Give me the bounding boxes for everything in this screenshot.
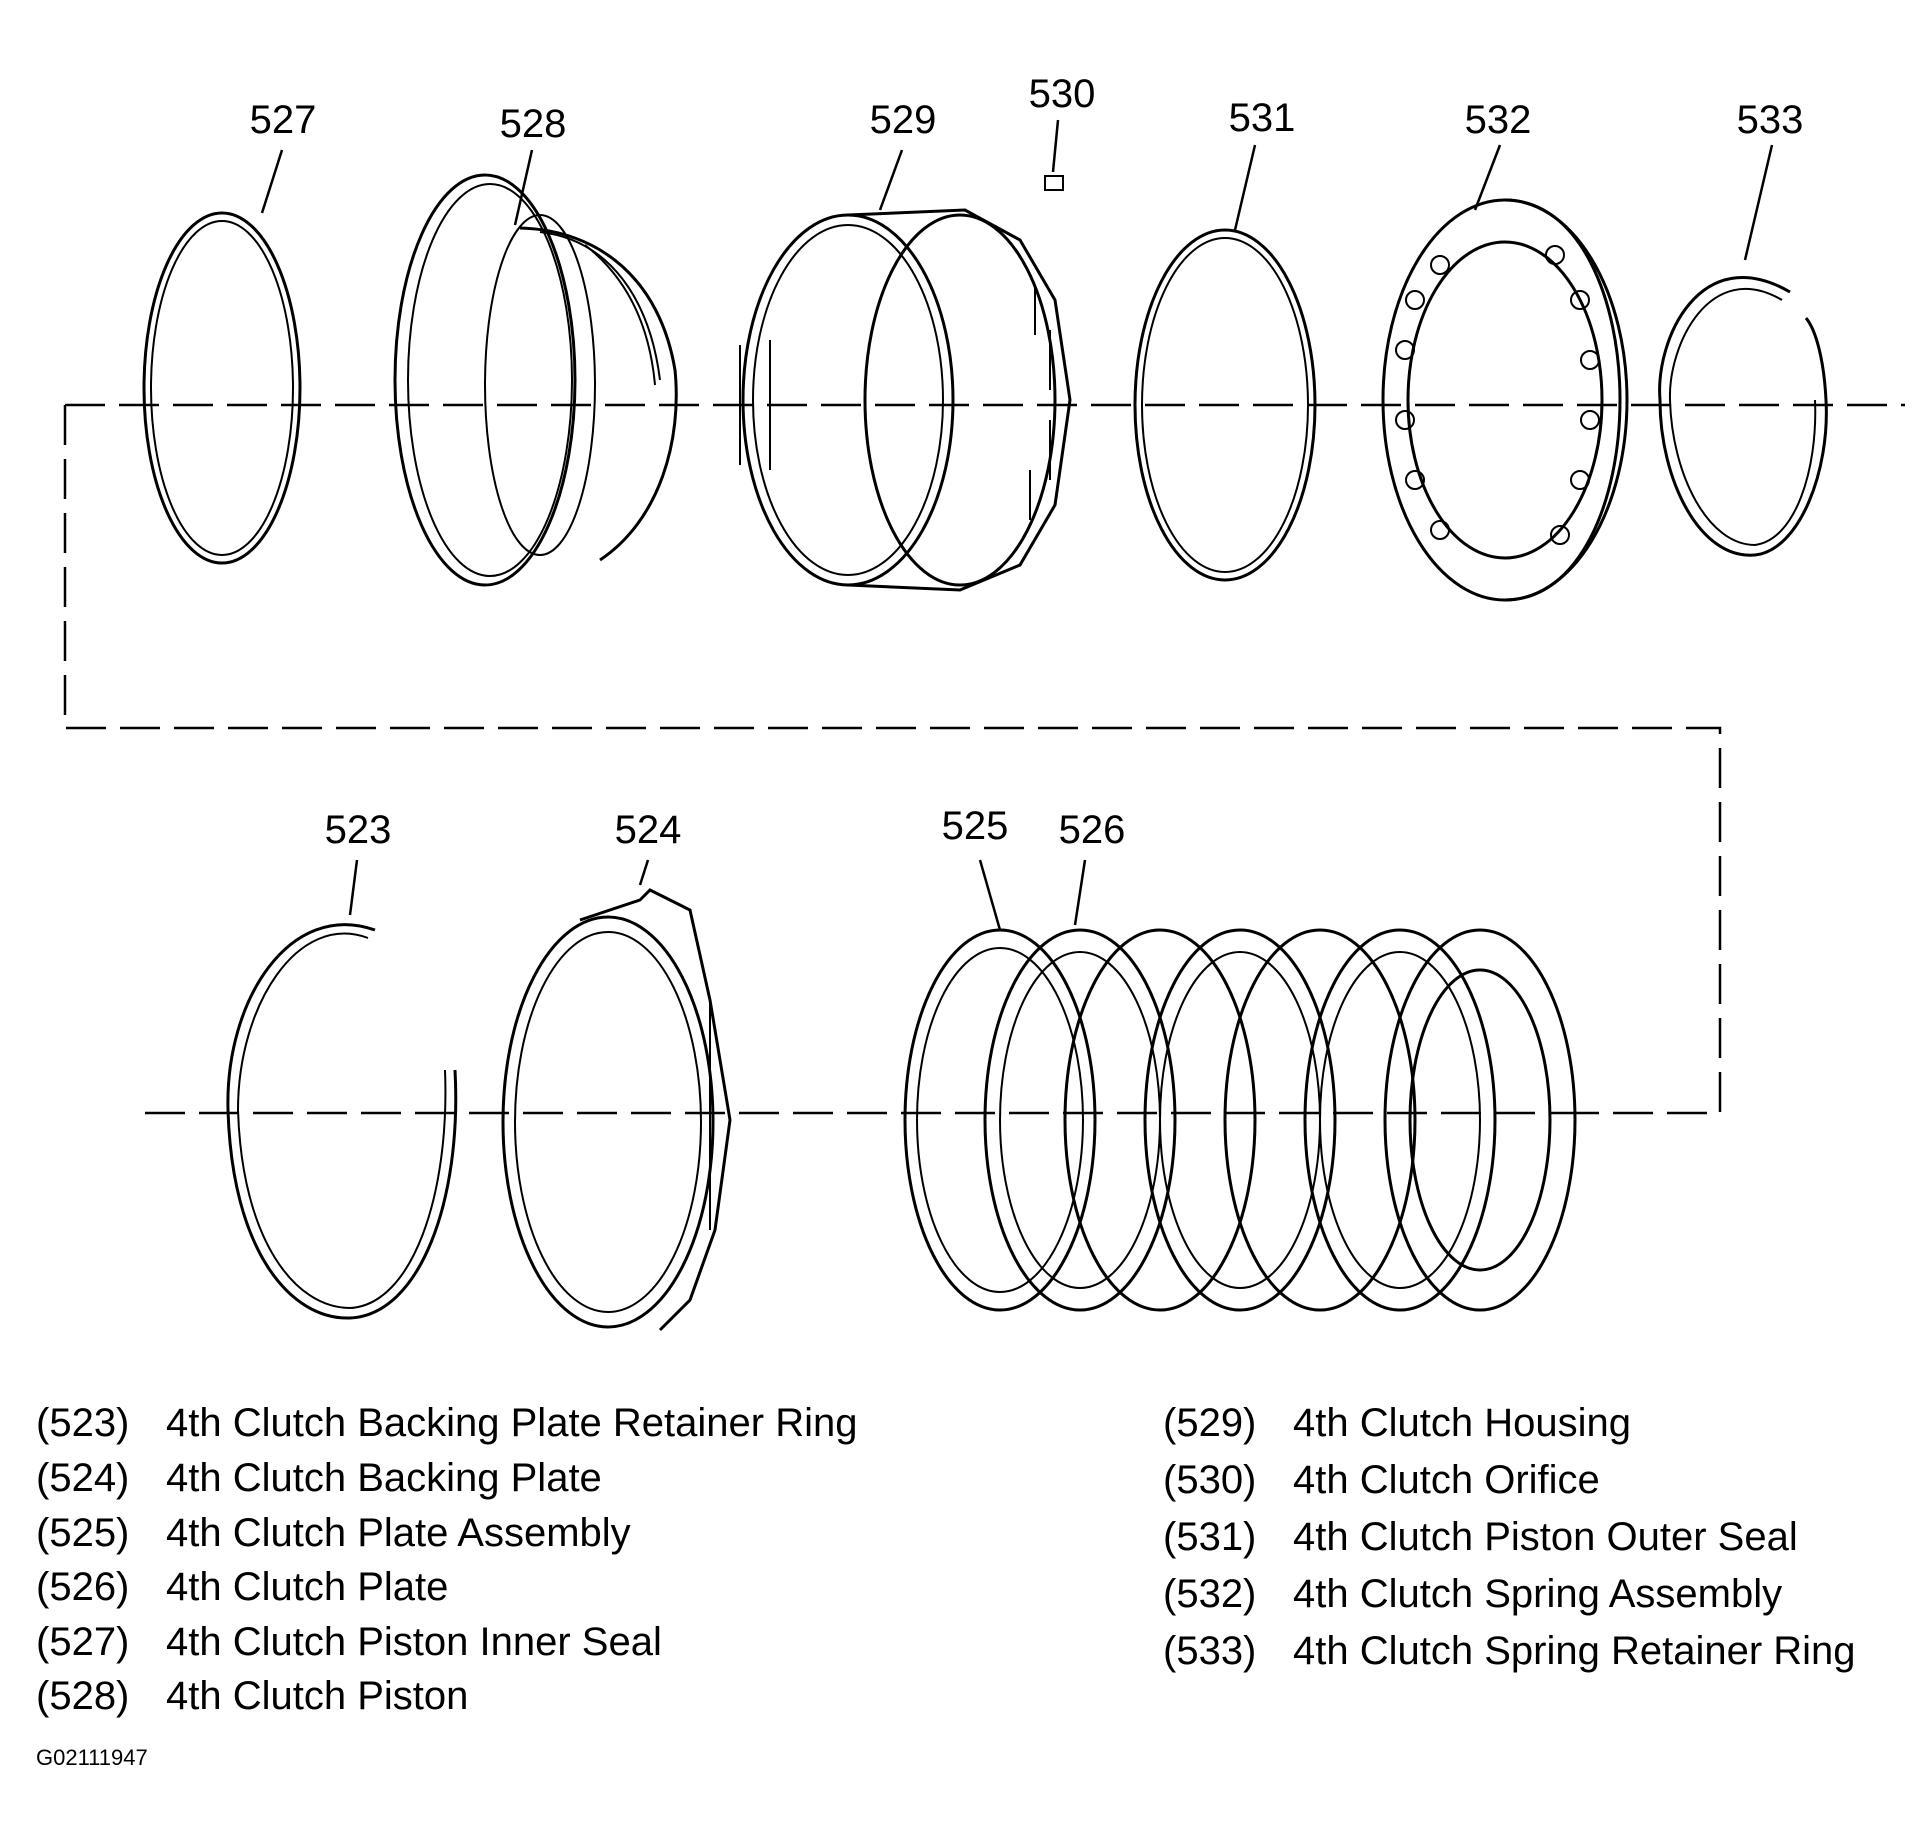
legend-item-531: (531)4th Clutch Piston Outer Seal xyxy=(1163,1515,1798,1559)
legend-item-526: (526)4th Clutch Plate xyxy=(36,1565,449,1609)
callout-527: 527 xyxy=(249,98,317,142)
callout-532: 532 xyxy=(1464,98,1532,142)
figure-code: G02111947 xyxy=(36,1745,148,1770)
legend-item-523: (523)4th Clutch Backing Plate Retainer R… xyxy=(36,1401,858,1445)
part-527-inner-seal xyxy=(144,213,300,563)
callout-530: 530 xyxy=(1028,72,1096,116)
callout-523: 523 xyxy=(324,808,392,852)
callout-528: 528 xyxy=(499,102,567,146)
legend-item-533: (533)4th Clutch Spring Retainer Ring xyxy=(1163,1629,1856,1673)
legend-item-524: (524)4th Clutch Backing Plate xyxy=(36,1456,602,1500)
part-528-piston xyxy=(395,175,676,585)
part-523-retainer-ring xyxy=(228,925,456,1318)
part-532-spring-assembly xyxy=(1383,200,1627,600)
part-529-housing xyxy=(740,176,1070,590)
part-531-outer-seal xyxy=(1135,230,1315,580)
legend-item-528: (528)4th Clutch Piston xyxy=(36,1674,469,1718)
callout-533: 533 xyxy=(1736,98,1804,142)
leader-lines xyxy=(262,120,1772,930)
callout-531: 531 xyxy=(1228,96,1296,140)
callout-524: 524 xyxy=(614,808,682,852)
assembly-bracket xyxy=(65,405,1720,1113)
callout-529: 529 xyxy=(869,98,937,142)
part-524-backing-plate xyxy=(503,890,730,1330)
legend-item-532: (532)4th Clutch Spring Assembly xyxy=(1163,1572,1783,1616)
part-525-526-clutch-pack xyxy=(905,930,1575,1310)
callout-525: 525 xyxy=(941,804,1009,848)
legend-item-525: (525)4th Clutch Plate Assembly xyxy=(36,1511,631,1555)
legend-item-527: (527)4th Clutch Piston Inner Seal xyxy=(36,1620,662,1664)
callout-526: 526 xyxy=(1058,808,1126,852)
legend-item-530: (530)4th Clutch Orifice xyxy=(1163,1458,1600,1502)
legend-item-529: (529)4th Clutch Housing xyxy=(1163,1401,1631,1445)
part-533-retainer-ring xyxy=(1660,277,1827,555)
